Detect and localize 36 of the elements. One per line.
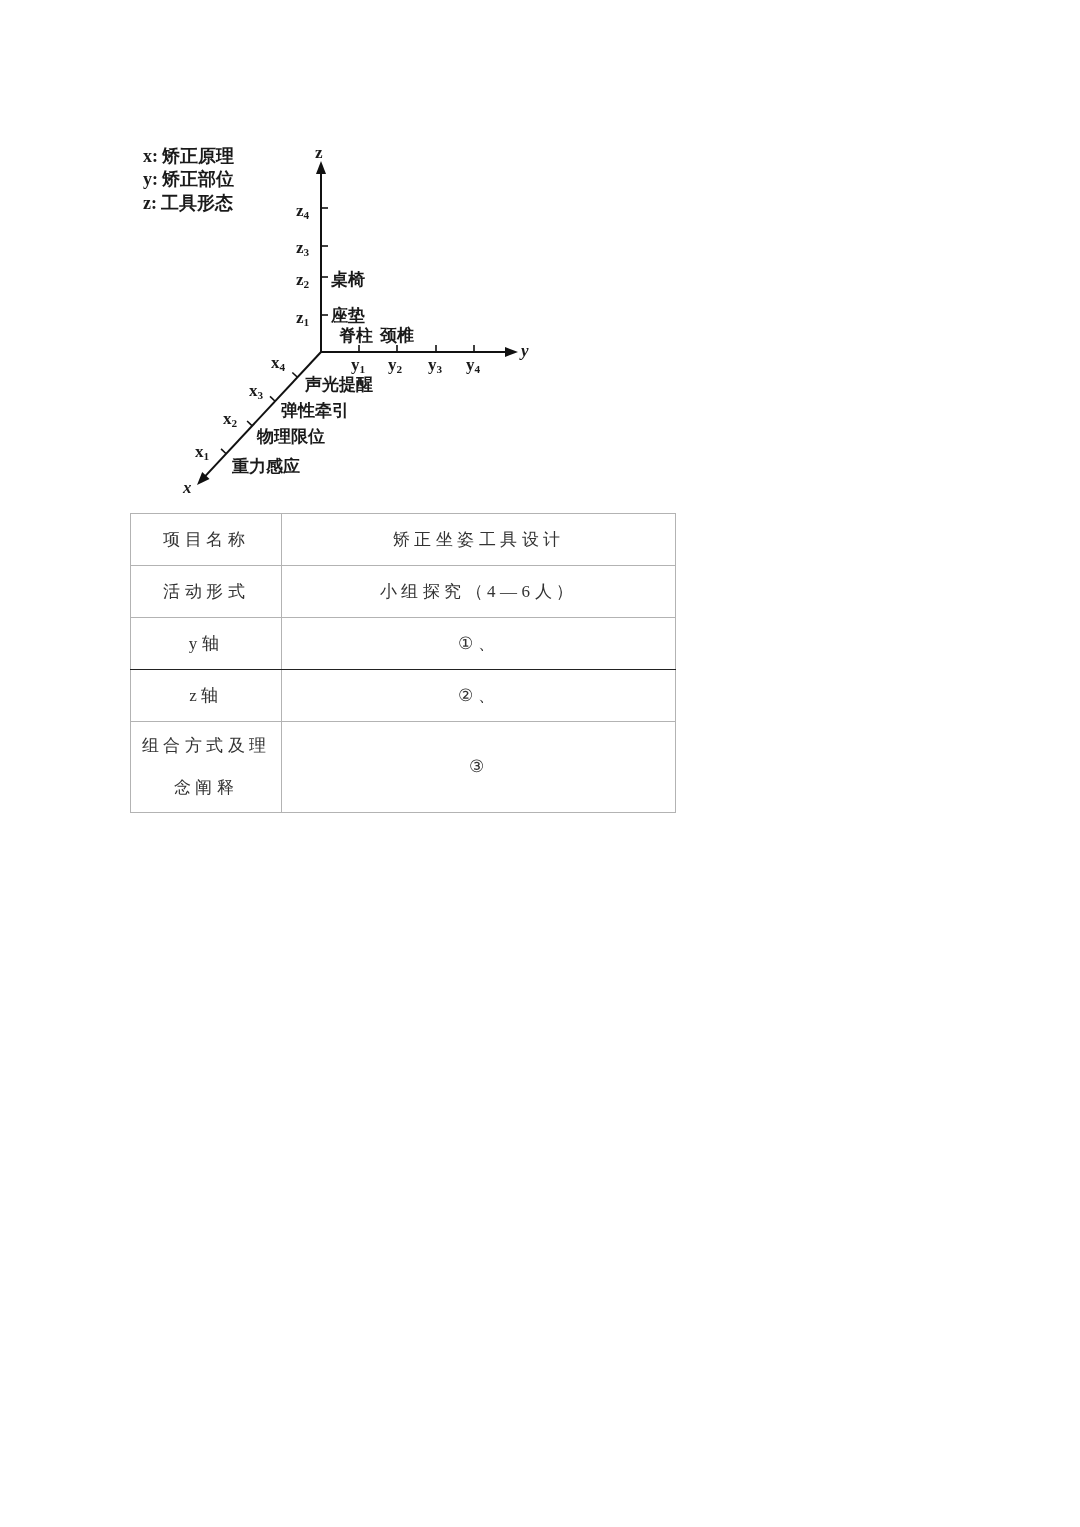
tick-label: x$_{4}$: [271, 353, 286, 373]
axis-category-label: 座垫: [331, 306, 365, 326]
tick-label: y$_{2}$: [388, 355, 403, 375]
axis-category-label: 弹性牵引: [281, 401, 349, 421]
row-value: ②、: [458, 684, 499, 707]
axis-key-text: y: 矫正部位: [143, 169, 235, 189]
row-label: 项目名称: [163, 528, 249, 551]
axis-category-label: 声光提醒: [305, 375, 373, 395]
axis-title: x: [183, 478, 192, 498]
tick-label: z$_{4}$: [296, 201, 310, 221]
axis-title: z: [315, 143, 323, 163]
tick-label: x$_{3}$: [249, 381, 264, 401]
axis-key-text: z: 工具形态: [143, 193, 234, 213]
tick-label: y$_{4}$: [466, 355, 481, 375]
tick-label: x$_{2}$: [223, 409, 238, 429]
axis-category-label: 物理限位: [257, 427, 325, 447]
axis-category-label: 桌椅: [331, 270, 365, 290]
row-value: ③: [468, 756, 489, 778]
axis-category-label: 脊柱: [339, 326, 373, 346]
tick-label: z$_{1}$: [296, 308, 310, 328]
row-label: 活动形式: [163, 580, 249, 603]
row-value: 小组探究（4—6人）: [379, 580, 578, 603]
row-label: z轴: [189, 684, 223, 707]
row-label: y轴: [188, 632, 224, 655]
row-label: 组合方式及理念阐释: [140, 735, 272, 799]
row-value: 矫正坐姿工具设计: [392, 528, 565, 551]
row-value: ①、: [458, 632, 499, 655]
axis-key-text: x: 矫正原理: [143, 146, 235, 166]
axis-title: y: [521, 341, 529, 361]
tick-label: z$_{3}$: [296, 238, 310, 258]
tick-label: y$_{3}$: [428, 355, 443, 375]
axis-category-label: 颈椎: [380, 326, 414, 346]
tick-label: z$_{2}$: [296, 270, 310, 290]
axis-category-label: 重力感应: [232, 457, 300, 477]
tick-label: y$_{1}$: [351, 355, 366, 375]
tick-label: x$_{1}$: [195, 442, 210, 462]
